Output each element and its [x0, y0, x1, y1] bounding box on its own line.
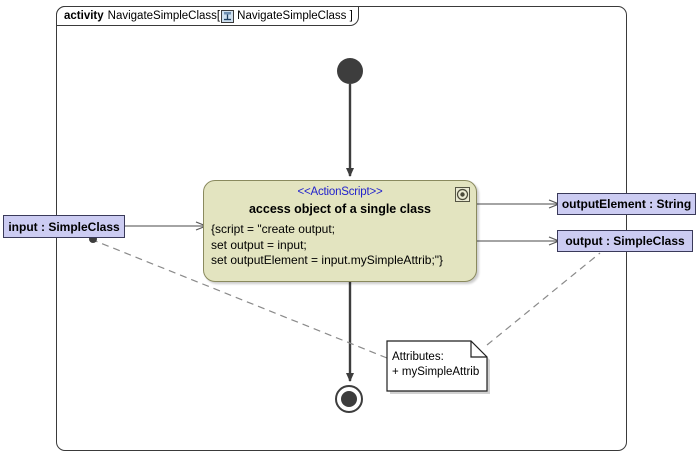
final-node-dot	[341, 391, 357, 407]
initial-node[interactable]	[337, 58, 363, 84]
action-node[interactable]: <<ActionScript>> access object of a sing…	[203, 180, 477, 282]
note-line: Attributes:	[392, 351, 444, 363]
edge-note-to-output	[486, 252, 601, 346]
activity-frame-tab[interactable]: activity NavigateSimpleClass[ NavigateSi…	[56, 6, 359, 26]
activity-final-node[interactable]	[335, 385, 363, 413]
action-stereotype: <<ActionScript>>	[297, 186, 383, 198]
frame-keyword: activity	[64, 10, 104, 22]
frame-name: NavigateSimpleClass[	[107, 10, 221, 22]
note-outline	[386, 340, 488, 392]
pin-output-element-label: outputElement : String	[561, 197, 692, 211]
action-title: access object of a single class	[248, 202, 432, 216]
pin-input[interactable]: input : SimpleClass	[3, 215, 125, 238]
action-script-body: {script = "create output; set output = i…	[204, 222, 476, 269]
edge-note-to-input	[92, 239, 388, 359]
script-line: {script = "create output;	[211, 222, 335, 236]
note-line: + mySimpleAttrib	[392, 366, 480, 378]
note-text-body: Attributes: + mySimpleAttrib	[392, 350, 479, 380]
pin-output-label: output : SimpleClass	[565, 234, 685, 248]
pin-output-element[interactable]: outputElement : String	[557, 193, 696, 215]
script-line: set outputElement = input.mySimpleAttrib…	[211, 253, 444, 267]
frame-context: NavigateSimpleClass ]	[237, 10, 353, 22]
script-badge-icon[interactable]	[455, 187, 470, 202]
script-line: set output = input;	[211, 237, 307, 252]
note-comment[interactable]: Attributes: + mySimpleAttrib	[387, 341, 487, 391]
note-fold-icon	[470, 341, 487, 358]
final-node-ring	[335, 385, 363, 413]
pin-input-label: input : SimpleClass	[8, 219, 120, 234]
activity-class-icon	[221, 9, 235, 23]
pin-output[interactable]: output : SimpleClass	[557, 230, 693, 252]
